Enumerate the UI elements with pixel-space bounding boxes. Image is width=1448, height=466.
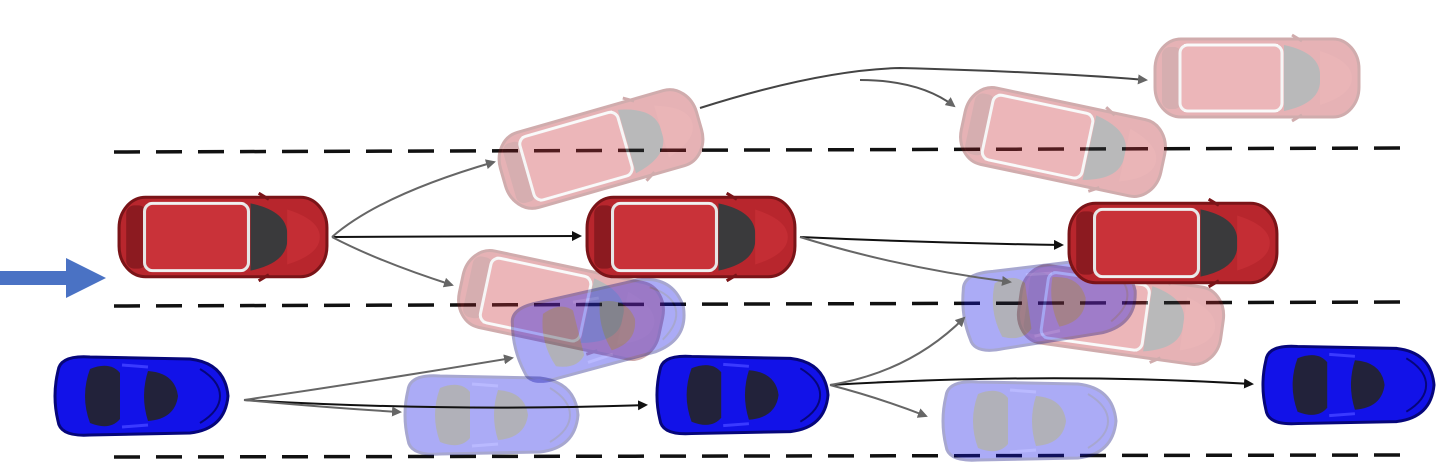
trajectory-arrow bbox=[331, 159, 496, 238]
trajectory-arrow bbox=[799, 236, 1064, 250]
trajectory-arrow bbox=[829, 377, 1254, 389]
blue-car-icon bbox=[1261, 344, 1436, 426]
trajectory-arrow bbox=[829, 316, 966, 386]
lane-line-top bbox=[113, 146, 1401, 154]
trajectory-arrow bbox=[243, 354, 514, 401]
trajectory-arrow bbox=[699, 66, 1148, 109]
blue-car-icon bbox=[655, 354, 830, 436]
trajectory-arrow bbox=[331, 231, 582, 242]
blue-car-icon bbox=[53, 355, 230, 437]
direction-arrow-icon bbox=[0, 258, 106, 298]
red-car-trajectories bbox=[331, 66, 1148, 288]
trajectory-arrow bbox=[243, 399, 648, 411]
blue-car-trajectories bbox=[243, 316, 1254, 418]
trajectory-arrow bbox=[331, 236, 454, 288]
blue-car-ghost-4 bbox=[941, 380, 1118, 462]
red-car-ghost-upper-2 bbox=[952, 77, 1174, 207]
red-car-icon bbox=[585, 191, 797, 283]
red-car-icon bbox=[1067, 197, 1279, 289]
trajectory-arrow bbox=[799, 236, 1012, 286]
trajectory-arrow bbox=[243, 399, 402, 417]
trajectory-arrow bbox=[829, 384, 928, 418]
red-car-icon bbox=[117, 191, 329, 283]
red-car-ghost-top-right bbox=[1153, 33, 1361, 123]
lane-line-bottom bbox=[113, 453, 1401, 459]
trajectory-arrow bbox=[859, 79, 956, 108]
blue-car-ghost-2 bbox=[403, 374, 580, 456]
